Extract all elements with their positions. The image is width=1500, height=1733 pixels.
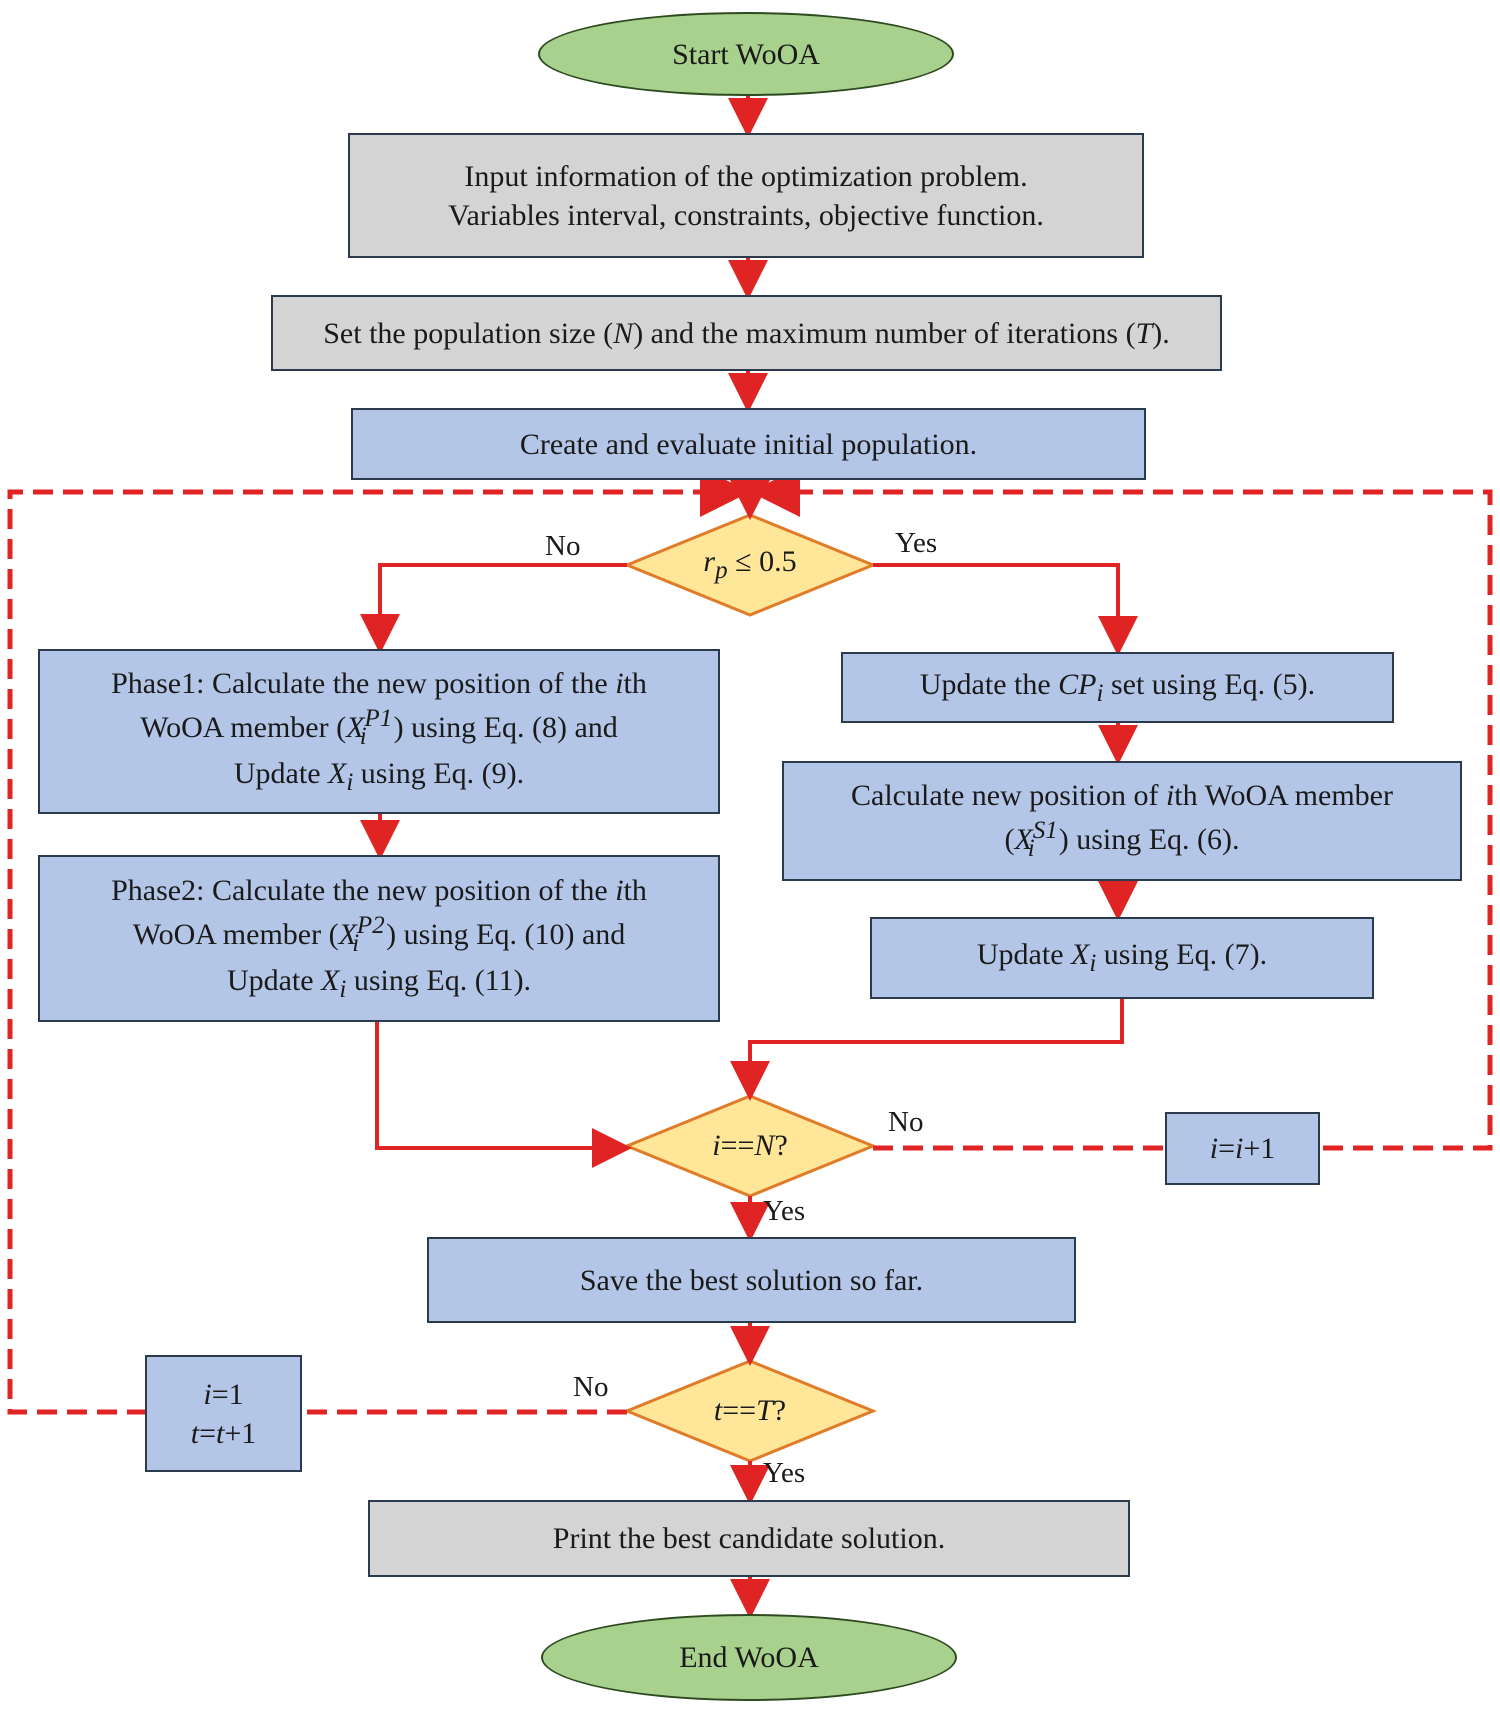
update-cp-label: Update the CPi set using Eq. (5). xyxy=(919,667,1316,707)
input-info-box: Input information of the optimization pr… xyxy=(348,133,1144,258)
update-x7-box: Update Xi using Eq. (7). xyxy=(870,917,1374,999)
start-label: Start WoOA xyxy=(672,37,820,71)
decision-rp-shape xyxy=(623,513,877,617)
reset-box: i=1 t=t+1 xyxy=(145,1355,302,1472)
end-node: End WoOA xyxy=(541,1614,957,1701)
decision-n-label: i==N? xyxy=(712,1129,788,1162)
update-x7-label: Update Xi using Eq. (7). xyxy=(976,938,1268,978)
phase1-box: Phase1: Calculate the new position of th… xyxy=(38,649,720,814)
edge-label-n-no: No xyxy=(888,1106,924,1138)
increment-i-box: i=i+1 xyxy=(1165,1112,1320,1185)
edge-label-rp-no: No xyxy=(545,530,581,562)
set-population-label: Set the population size (N) and the maxi… xyxy=(323,316,1170,350)
input-info-line2: Variables interval, constraints, objecti… xyxy=(448,198,1044,232)
arrow-rp-no-to-phase1 xyxy=(360,563,627,654)
edge-label-rp-yes: Yes xyxy=(895,527,938,559)
start-node: Start WoOA xyxy=(538,12,954,96)
create-population-label: Create and evaluate initial population. xyxy=(519,427,978,461)
save-best-label: Save the best solution so far. xyxy=(579,1263,924,1297)
create-population-box: Create and evaluate initial population. xyxy=(351,408,1146,480)
loop-t-no-to-rp xyxy=(7,467,750,1415)
print-best-box: Print the best candidate solution. xyxy=(368,1500,1130,1577)
calc-s1-box: Calculate new position of ith WoOA membe… xyxy=(782,761,1462,881)
edge-label-t-yes: Yes xyxy=(763,1457,806,1489)
increment-i-label: i=i+1 xyxy=(1209,1132,1276,1165)
reset-line2: t=t+1 xyxy=(190,1416,257,1450)
reset-line1: i=1 xyxy=(203,1377,244,1411)
phase2-box: Phase2: Calculate the new position of th… xyxy=(38,855,720,1022)
decision-t-label: t==T? xyxy=(713,1394,787,1427)
edge-label-t-no: No xyxy=(573,1371,609,1403)
update-cp-box: Update the CPi set using Eq. (5). xyxy=(841,652,1394,723)
arrow-phase2-to-n xyxy=(375,1022,632,1168)
edge-label-n-yes: Yes xyxy=(763,1195,806,1227)
input-info-line1: Input information of the optimization pr… xyxy=(464,159,1028,193)
decision-rp-label: rp ≤ 0.5 xyxy=(703,545,797,584)
save-best-box: Save the best solution so far. xyxy=(427,1237,1076,1323)
set-population-box: Set the population size (N) and the maxi… xyxy=(271,295,1222,371)
arrow-x7-to-n xyxy=(730,999,1124,1101)
print-best-label: Print the best candidate solution. xyxy=(552,1522,946,1555)
arrow-rp-yes-to-cp xyxy=(873,563,1138,656)
end-label: End WoOA xyxy=(679,1641,819,1674)
